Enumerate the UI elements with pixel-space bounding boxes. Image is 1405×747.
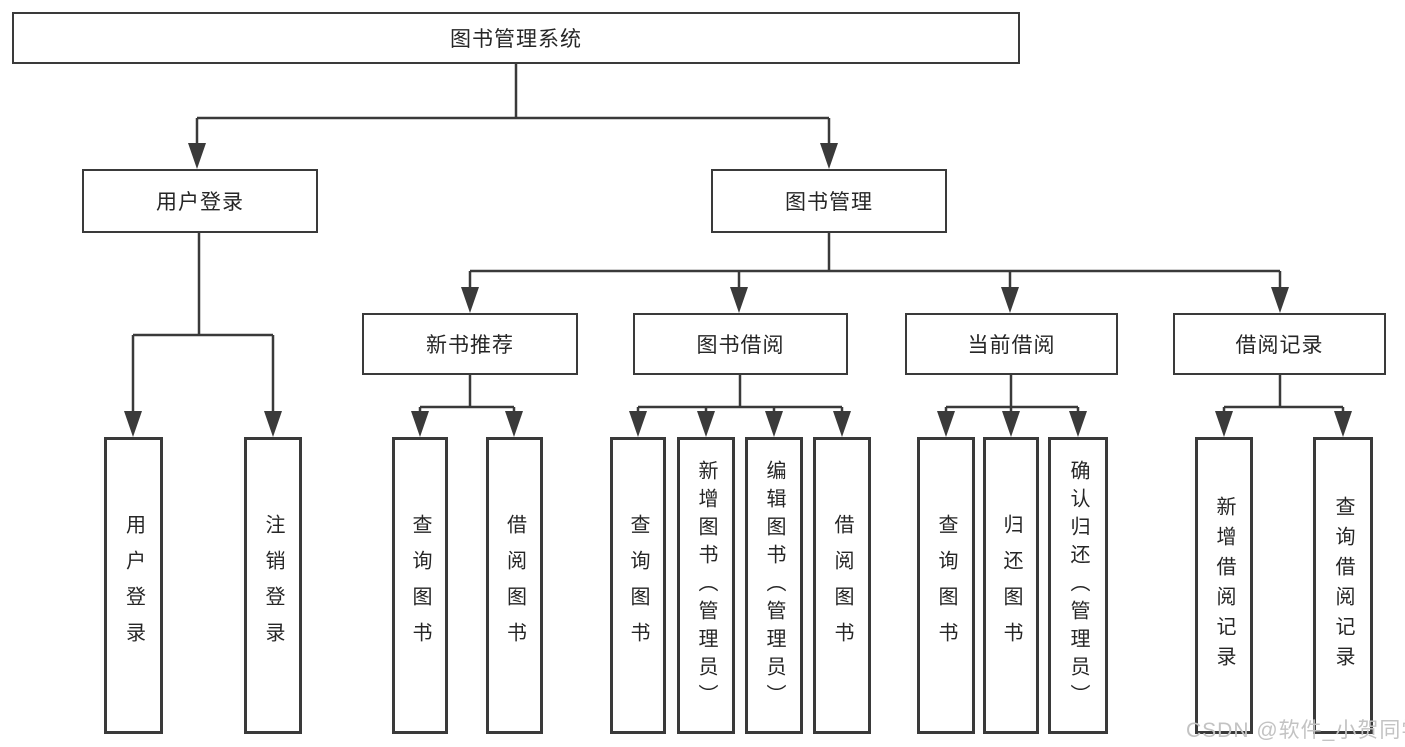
node-borrow-records-label: 借阅记录: [1235, 334, 1324, 357]
leaf-br-add-record-label: 新增借阅记录: [1213, 495, 1235, 676]
leaf-user-login: 用户登录: [104, 437, 163, 734]
leaf-nb-query-books: 查询图书: [392, 437, 448, 734]
arrowhead-icons: [124, 143, 1352, 437]
leaf-bb-add-books-admin-label: 新增图书（管理员）: [695, 459, 717, 712]
node-new-book-recommend: 新书推荐: [362, 313, 578, 375]
leaf-cb-confirm-return-admin-label: 确认归还（管理员）: [1067, 459, 1089, 712]
leaf-user-login-label: 用户登录: [122, 513, 145, 658]
leaf-cb-return-books: 归还图书: [983, 437, 1039, 734]
node-user-login-label: 用户登录: [156, 191, 244, 214]
leaf-bb-edit-books-admin: 编辑图书（管理员）: [745, 437, 803, 734]
leaf-nb-borrow-books: 借阅图书: [486, 437, 543, 734]
node-user-login: 用户登录: [82, 169, 318, 233]
node-new-book-recommend-label: 新书推荐: [426, 334, 514, 357]
leaf-logout-label: 注销登录: [262, 513, 284, 658]
connector-paths: [131, 64, 1345, 411]
node-borrow-records: 借阅记录: [1173, 313, 1386, 375]
leaf-logout: 注销登录: [244, 437, 302, 734]
node-root-label: 图书管理系统: [450, 28, 582, 51]
leaf-bb-query-books: 查询图书: [610, 437, 666, 734]
node-book-borrow: 图书借阅: [633, 313, 848, 375]
node-current-borrow-label: 当前借阅: [967, 334, 1056, 357]
leaf-nb-borrow-books-label: 借阅图书: [503, 513, 526, 658]
leaf-nb-query-books-label: 查询图书: [409, 513, 431, 658]
node-book-management-label: 图书管理: [785, 191, 873, 214]
leaf-bb-borrow-books-label: 借阅图书: [831, 513, 853, 658]
leaf-cb-confirm-return-admin: 确认归还（管理员）: [1048, 437, 1108, 734]
node-book-management: 图书管理: [711, 169, 947, 233]
leaf-bb-borrow-books: 借阅图书: [813, 437, 871, 734]
node-book-borrow-label: 图书借阅: [696, 334, 785, 357]
leaf-br-query-record-label: 查询借阅记录: [1332, 495, 1354, 676]
leaf-br-add-record: 新增借阅记录: [1195, 437, 1253, 734]
node-root: 图书管理系统: [12, 12, 1020, 64]
node-current-borrow: 当前借阅: [905, 313, 1118, 375]
leaf-bb-query-books-label: 查询图书: [627, 513, 649, 658]
leaf-br-query-record: 查询借阅记录: [1313, 437, 1373, 734]
leaf-cb-query-books: 查询图书: [917, 437, 975, 734]
csdn-watermark: CSDN @软件_小贺同学: [1186, 719, 1405, 742]
leaf-cb-return-books-label: 归还图书: [1000, 513, 1022, 658]
leaf-bb-edit-books-admin-label: 编辑图书（管理员）: [763, 459, 785, 712]
leaf-bb-add-books-admin: 新增图书（管理员）: [677, 437, 735, 734]
leaf-cb-query-books-label: 查询图书: [935, 513, 957, 658]
